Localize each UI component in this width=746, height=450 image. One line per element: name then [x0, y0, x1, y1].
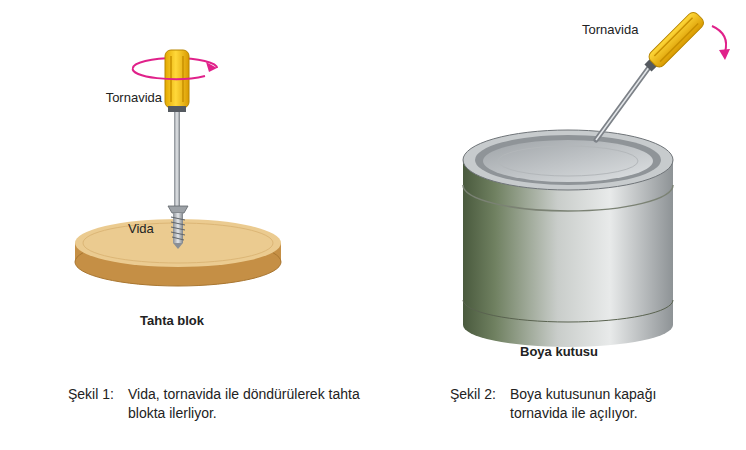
figure-number: Şekil 1: — [68, 385, 114, 404]
part-label: Tahta blok — [140, 313, 204, 330]
part-label: Vida — [128, 221, 154, 238]
part-label: Boya kutusu — [520, 344, 598, 361]
part-label: Tornavida — [582, 22, 638, 39]
figure-number: Şekil 2: — [450, 385, 496, 404]
figure-caption: Boya kutusunun kapağı tornavida ile açıl… — [510, 385, 710, 423]
part-label: Tornavida — [98, 90, 162, 107]
figure-caption: Vida, tornavida ile döndürülerek tahta b… — [128, 385, 363, 423]
